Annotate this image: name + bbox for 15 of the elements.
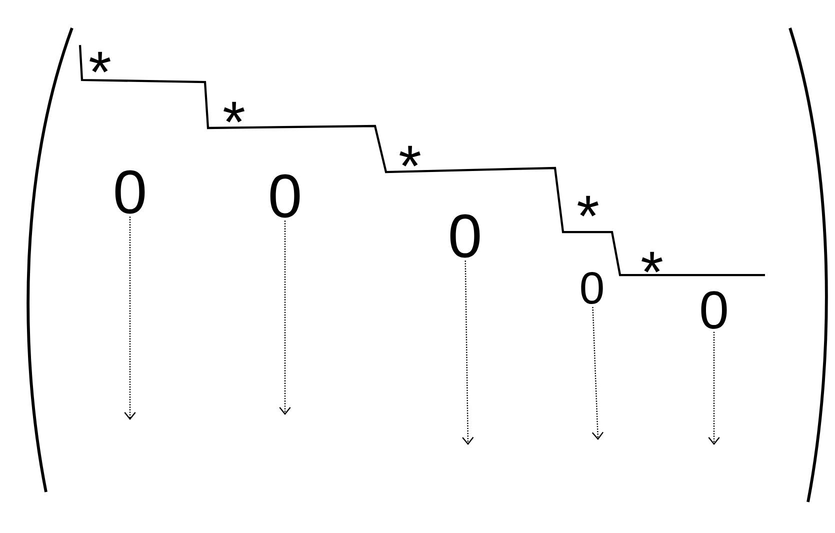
- asterisk-entry: *: [224, 102, 244, 122]
- asterisk-entry: *: [400, 146, 420, 166]
- zero-entry: 0: [581, 272, 603, 304]
- arrow: [592, 306, 604, 440]
- zero-entry: 0: [450, 214, 480, 258]
- arrow: [279, 220, 291, 415]
- arrow: [462, 260, 474, 445]
- zero-entry: 0: [115, 170, 145, 214]
- asterisk-entry: *: [90, 52, 110, 72]
- zero-entry: 0: [701, 291, 727, 329]
- asterisk-entry: *: [642, 252, 662, 272]
- arrow: [124, 216, 136, 420]
- arrow: [708, 332, 720, 445]
- zero-entry: 0: [270, 174, 300, 218]
- asterisk-entry: *: [578, 196, 598, 216]
